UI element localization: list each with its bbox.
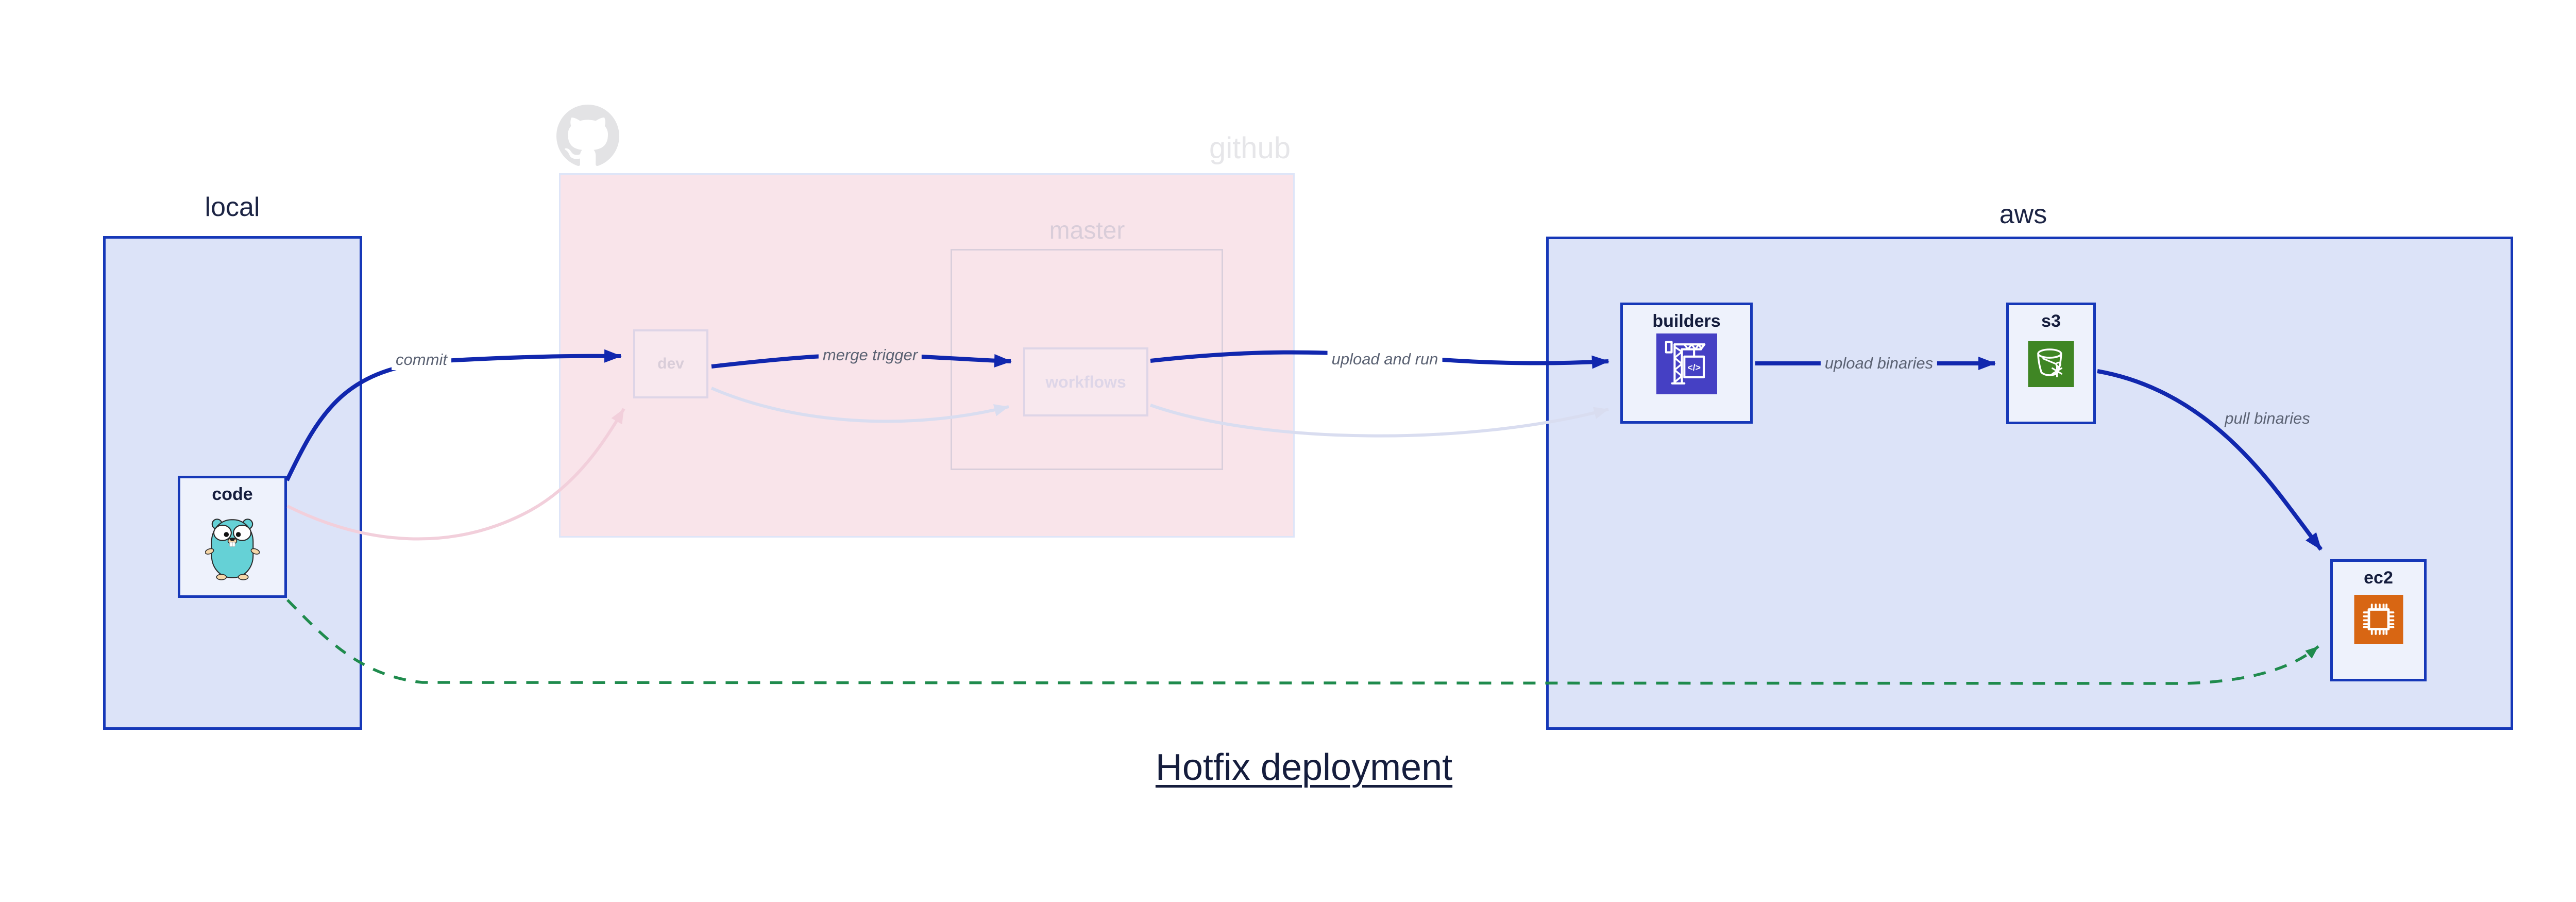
diagram-title: Hotfix deployment [1155, 747, 1453, 788]
edge-label-upload-binaries: upload binaries [1820, 353, 1938, 374]
node-ec2-label: ec2 [2364, 568, 2393, 588]
node-dev: dev [633, 329, 708, 398]
aws-s3-bucket-icon [2028, 341, 2074, 387]
node-builders-label: builders [1652, 311, 1721, 331]
aws-codebuild-crane-icon: </> [1656, 333, 1717, 394]
node-builders: builders </> [1620, 303, 1753, 424]
github-group-label: github [1209, 131, 1291, 165]
node-s3: s3 [2006, 303, 2096, 424]
master-branch-label: master [1049, 217, 1125, 244]
edge-label-pull-binaries: pull binaries [2221, 408, 2314, 429]
aws-ec2-chip-icon [2354, 595, 2403, 644]
svg-text:</>: </> [1687, 362, 1701, 373]
edge-label-merge-trigger: merge trigger [818, 345, 922, 365]
node-code-label: code [212, 485, 253, 504]
edge-label-commit: commit [392, 349, 451, 370]
node-ec2: ec2 [2330, 559, 2427, 681]
node-s3-label: s3 [2041, 311, 2061, 331]
edge-label-upload-and-run: upload and run [1327, 349, 1443, 370]
node-workflows: workflows [1023, 347, 1148, 416]
aws-group-label: aws [1999, 199, 2047, 229]
go-gopher-icon [205, 519, 260, 580]
github-octocat-icon [556, 105, 619, 166]
node-code: code [178, 476, 287, 598]
node-workflows-label: workflows [1045, 372, 1126, 391]
node-dev-label: dev [657, 355, 684, 372]
local-group-label: local [205, 192, 260, 222]
